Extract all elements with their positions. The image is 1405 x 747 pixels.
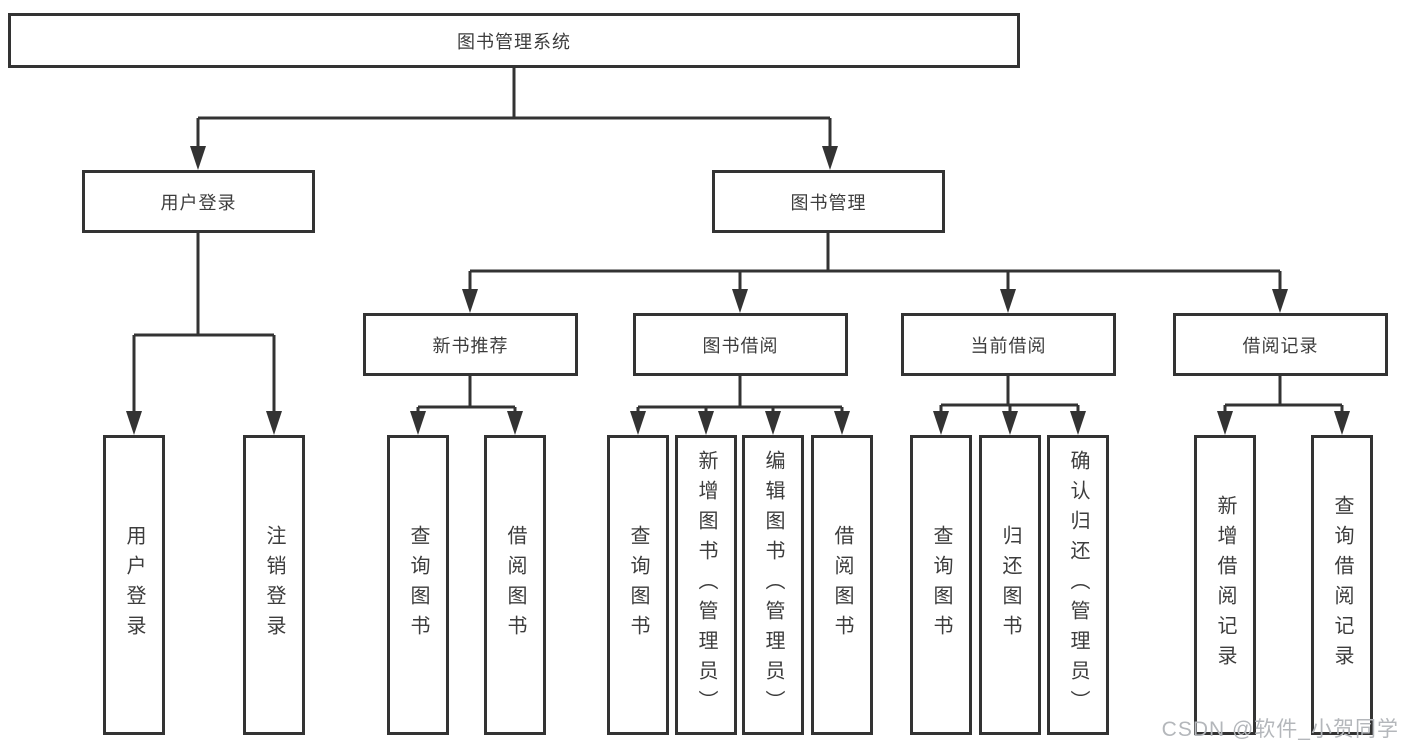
leaf-query-books-recommend: 查询图书 — [387, 435, 449, 735]
node-label: 图书借阅 — [702, 335, 779, 356]
arrowhead-down-icon — [1000, 289, 1016, 313]
node-label: 新书推荐 — [432, 335, 509, 356]
connector-new-book-recommend-to-leaves — [410, 376, 523, 435]
leaf-confirm-return-admin: 确认归还（管理员） — [1047, 435, 1109, 735]
leaf-borrow-books: 借阅图书 — [811, 435, 873, 735]
node-library-management-system: 图书管理系统 — [8, 13, 1020, 68]
leaf-label: 查询图书 — [627, 525, 649, 645]
arrowhead-down-icon — [126, 411, 142, 435]
leaf-add-books-admin: 新增图书（管理员） — [675, 435, 737, 735]
arrowhead-down-icon — [507, 411, 523, 435]
node-label: 图书管理系统 — [457, 31, 571, 52]
arrowhead-down-icon — [1334, 411, 1350, 435]
node-label: 借阅记录 — [1242, 335, 1319, 356]
leaf-query-borrow-record: 查询借阅记录 — [1311, 435, 1373, 735]
arrowhead-down-icon — [266, 411, 282, 435]
connector-current-borrow-to-leaves — [933, 376, 1086, 435]
leaf-logout: 注销登录 — [243, 435, 305, 735]
arrowhead-down-icon — [933, 411, 949, 435]
node-user-login: 用户登录 — [82, 170, 315, 233]
node-label: 当前借阅 — [970, 335, 1047, 356]
leaf-label: 查询图书 — [930, 525, 952, 645]
leaf-label: 查询图书 — [407, 525, 429, 645]
leaf-label: 注销登录 — [263, 525, 285, 645]
leaf-label: 新增图书（管理员） — [695, 450, 717, 720]
leaf-label: 新增借阅记录 — [1214, 495, 1236, 675]
leaf-return-books: 归还图书 — [979, 435, 1041, 735]
leaf-query-books-borrow: 查询图书 — [607, 435, 669, 735]
leaf-label: 借阅图书 — [504, 525, 526, 645]
node-label: 图书管理 — [790, 192, 867, 213]
arrowhead-down-icon — [765, 411, 781, 435]
node-book-management: 图书管理 — [712, 170, 945, 233]
leaf-edit-books-admin: 编辑图书（管理员） — [742, 435, 804, 735]
node-new-book-recommend: 新书推荐 — [363, 313, 578, 376]
leaf-label: 归还图书 — [999, 525, 1021, 645]
connector-root-to-level2 — [190, 68, 838, 170]
arrowhead-down-icon — [630, 411, 646, 435]
connector-book-management-to-level3 — [462, 233, 1288, 313]
connector-book-borrow-to-leaves — [630, 376, 850, 435]
leaf-label: 编辑图书（管理员） — [762, 450, 784, 720]
leaf-label: 确认归还（管理员） — [1067, 450, 1089, 720]
arrowhead-down-icon — [410, 411, 426, 435]
leaf-query-books-current: 查询图书 — [910, 435, 972, 735]
arrowhead-down-icon — [822, 146, 838, 170]
leaf-add-borrow-record: 新增借阅记录 — [1194, 435, 1256, 735]
node-book-borrow: 图书借阅 — [633, 313, 848, 376]
arrowhead-down-icon — [698, 411, 714, 435]
arrowhead-down-icon — [1217, 411, 1233, 435]
leaf-label: 借阅图书 — [831, 525, 853, 645]
arrowhead-down-icon — [1002, 411, 1018, 435]
arrowhead-down-icon — [1272, 289, 1288, 313]
arrowhead-down-icon — [834, 411, 850, 435]
arrowhead-down-icon — [462, 289, 478, 313]
node-current-borrow: 当前借阅 — [901, 313, 1116, 376]
leaf-label: 用户登录 — [123, 525, 145, 645]
connector-borrow-records-to-leaves — [1217, 376, 1350, 435]
node-label: 用户登录 — [160, 192, 237, 213]
arrowhead-down-icon — [190, 146, 206, 170]
leaf-user-login: 用户登录 — [103, 435, 165, 735]
csdn-watermark: CSDN @软件_小贺同学 — [1161, 718, 1399, 741]
leaf-borrow-books-recommend: 借阅图书 — [484, 435, 546, 735]
arrowhead-down-icon — [732, 289, 748, 313]
arrowhead-down-icon — [1070, 411, 1086, 435]
leaf-label: 查询借阅记录 — [1331, 495, 1353, 675]
connector-user-login-to-leaves — [126, 233, 282, 435]
node-borrow-records: 借阅记录 — [1173, 313, 1388, 376]
